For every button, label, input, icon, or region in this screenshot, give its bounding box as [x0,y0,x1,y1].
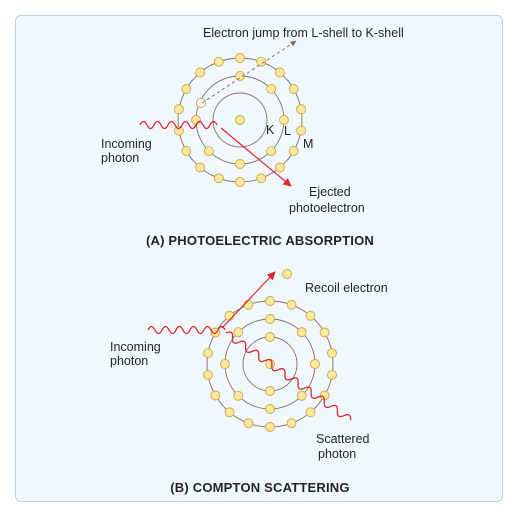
ejected-label-1: Ejected [309,185,351,199]
scattered-photon-wave [225,331,352,421]
electron-dot [173,104,184,115]
electron-dot [288,84,299,94]
incoming-photon-wave-a [139,120,218,130]
jump-arrow [201,40,297,104]
electron-dot [235,177,245,187]
electron-dot [220,359,230,369]
scattered-photon-group [225,331,352,421]
electron-dot [203,146,214,157]
electron-dot [327,369,337,380]
electron-dot [265,314,275,324]
panel-b: Recoil electron Incoming photon Scattere… [110,269,388,495]
electron-dot [256,173,267,184]
electron-dot [288,146,299,156]
electron-dot [233,390,244,401]
caption-jump: Electron jump from L-shell to K-shell [203,26,404,40]
nucleus-a [235,115,245,125]
electron-dot [265,422,275,432]
recoil-label: Recoil electron [305,281,388,295]
scattered-label-2: photon [318,447,356,461]
electron-dot [305,407,316,418]
electron-dot [195,162,206,173]
electron-dot [305,310,316,321]
electron-dot [213,56,224,67]
electron-dot [274,67,285,78]
k-shell-a [212,92,268,148]
incoming-label-a-1: Incoming [101,137,152,151]
figure-frame [15,15,503,502]
electron-dot [286,299,297,310]
atom-b [203,296,337,432]
electron-dot [327,348,337,359]
panel-a: Electron jump from L-shell to K-shell In… [101,26,404,248]
ejected-label-2: photoelectron [289,201,365,215]
electrons-b [203,296,337,432]
electron-dot [266,83,277,94]
electron-dot [319,327,330,338]
electron-dot [224,407,235,418]
shell-l-label: L [284,124,291,138]
panel-a-title: (A) PHOTOELECTRIC ABSORPTION [146,233,374,248]
shell-k-label: K [266,123,275,137]
atom-a [173,53,307,187]
electron-dot [243,299,254,310]
incoming-label-b-2: photon [110,354,148,368]
electron-dot [296,327,307,338]
electron-dot [213,173,224,184]
electron-dot [296,104,307,115]
electron-dot [265,404,275,414]
electron-dot [274,162,285,173]
electron-dot [265,332,275,342]
electron-dot [243,418,254,429]
electron-dot [310,359,320,369]
electron-dot [195,67,206,78]
nucleus-b [265,359,275,369]
electron-dot [235,53,245,63]
electron-dot [235,159,245,169]
electron-dot [191,115,201,125]
electron-dot [256,56,267,67]
electron-dot [173,125,184,136]
ejected-arrow [220,127,292,187]
incoming-label-a-2: photon [101,151,139,165]
incoming-photon-wave-b [147,325,226,335]
vacancy-a [196,98,206,108]
electron-dot [265,296,275,306]
shell-m-label: M [303,137,313,151]
recoil-electron [282,269,292,279]
electron-dot [266,146,277,157]
electrons-a [173,53,307,187]
electron-dot [233,327,244,338]
electron-dot [203,348,213,359]
electron-dot [286,418,297,429]
panel-b-title: (B) COMPTON SCATTERING [170,480,349,495]
electron-dot [181,84,192,94]
electron-dot [203,369,213,380]
recoil-arrow [221,271,276,329]
electron-dot [210,390,221,401]
scattered-label-1: Scattered [316,432,370,446]
electron-dot [296,390,307,401]
electron-dot [181,146,192,156]
electron-dot [224,310,235,321]
electron-dot [235,71,245,81]
electron-dot [296,125,307,136]
incoming-label-b-1: Incoming [110,340,161,354]
electron-dot [265,386,275,396]
electron-dot [279,115,289,125]
